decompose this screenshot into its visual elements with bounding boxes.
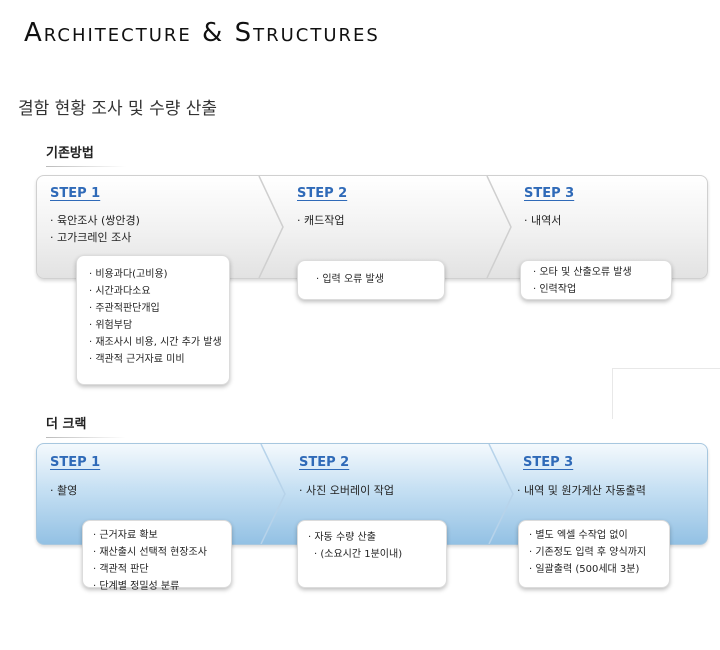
step-2-items: 캐드작업 xyxy=(297,212,344,229)
list-item: 별도 엑셀 수작업 없이 xyxy=(529,527,646,544)
list-item: 객관적 근거자료 미비 xyxy=(89,351,222,368)
step-3-label: STEP 3 xyxy=(523,455,574,470)
list-item: 내역서 xyxy=(524,212,561,229)
chevron-divider-icon xyxy=(488,444,514,544)
list-item: 사진 오버레이 작업 xyxy=(299,482,394,499)
step-3-label: STEP 3 xyxy=(524,186,575,201)
list-item: 일괄출력 (500세대 3분) xyxy=(529,561,646,578)
step-1-items: 촬영 xyxy=(50,482,77,499)
callout-crack-step-1: 근거자료 확보 재산출시 선택적 현장조사 객관적 판단 단계별 정밀성 분류 xyxy=(82,520,232,592)
step-1-label: STEP 1 xyxy=(50,455,101,470)
step-2-label: STEP 2 xyxy=(297,186,348,201)
chevron-divider-icon xyxy=(258,176,284,278)
list-item: 육안조사 (쌍안경) xyxy=(50,212,140,229)
section-label-the-crack: 더 크랙 xyxy=(46,413,127,438)
list-item: 자동 수량 산출 xyxy=(308,529,402,546)
list-item: 재조사시 비용, 시간 추가 발생 xyxy=(89,334,221,351)
list-item: 입력 오류 발생 xyxy=(316,271,384,288)
list-item: 주관적판단개입 xyxy=(89,300,222,317)
list-item: 캐드작업 xyxy=(297,212,344,229)
chevron-divider-icon xyxy=(260,444,286,544)
page-title: Architecture & Structures xyxy=(24,18,380,48)
list-item: 재산출시 선택적 현장조사 xyxy=(93,544,207,561)
section-label-existing: 기존방법 xyxy=(46,142,126,167)
callout-crack-step-2: 자동 수량 산출 (소요시간 1분이내) xyxy=(297,520,447,588)
list-item: 기존정도 입력 후 양식까지 xyxy=(529,544,646,561)
list-item: 오타 및 산출오류 발생 xyxy=(533,264,631,281)
step-1-items: 육안조사 (쌍안경) 고가크레인 조사 xyxy=(50,212,140,246)
step-1-label: STEP 1 xyxy=(50,186,101,201)
list-item: 비용과다(고비용) xyxy=(89,266,222,283)
list-item: (소요시간 1분이내) xyxy=(308,546,402,563)
list-item: 촬영 xyxy=(50,482,77,499)
list-item: 단계별 정밀성 분류 xyxy=(93,578,207,595)
step-2-items: 사진 오버레이 작업 xyxy=(299,482,394,499)
list-item: 위험부담 xyxy=(89,317,222,334)
list-item: 내역 및 원가계산 자동출력 xyxy=(517,482,646,499)
step-3-items: 내역 및 원가계산 자동출력 xyxy=(517,482,646,499)
list-item: 시간과다소요 xyxy=(89,283,222,300)
list-item: 객관적 판단 xyxy=(93,561,207,578)
list-item: 고가크레인 조사 xyxy=(50,229,140,246)
list-item: 인력작업 xyxy=(533,281,632,298)
callout-existing-step-2: 입력 오류 발생 xyxy=(297,260,445,300)
step-3-items: 내역서 xyxy=(524,212,561,229)
step-2-label: STEP 2 xyxy=(299,455,350,470)
callout-crack-step-3: 별도 엑셀 수작업 없이 기존정도 입력 후 양식까지 일괄출력 (500세대 … xyxy=(518,520,670,588)
section-subtitle: 결함 현황 조사 및 수량 산출 xyxy=(18,99,218,119)
callout-existing-step-3: 오타 및 산출오류 발생 인력작업 xyxy=(520,260,672,300)
chevron-divider-icon xyxy=(486,176,512,278)
decorative-corner xyxy=(612,368,720,419)
list-item: 근거자료 확보 xyxy=(93,527,207,544)
callout-existing-step-1: 비용과다(고비용) 시간과다소요 주관적판단개입 위험부담 재조사시 비용, 시… xyxy=(76,255,230,385)
